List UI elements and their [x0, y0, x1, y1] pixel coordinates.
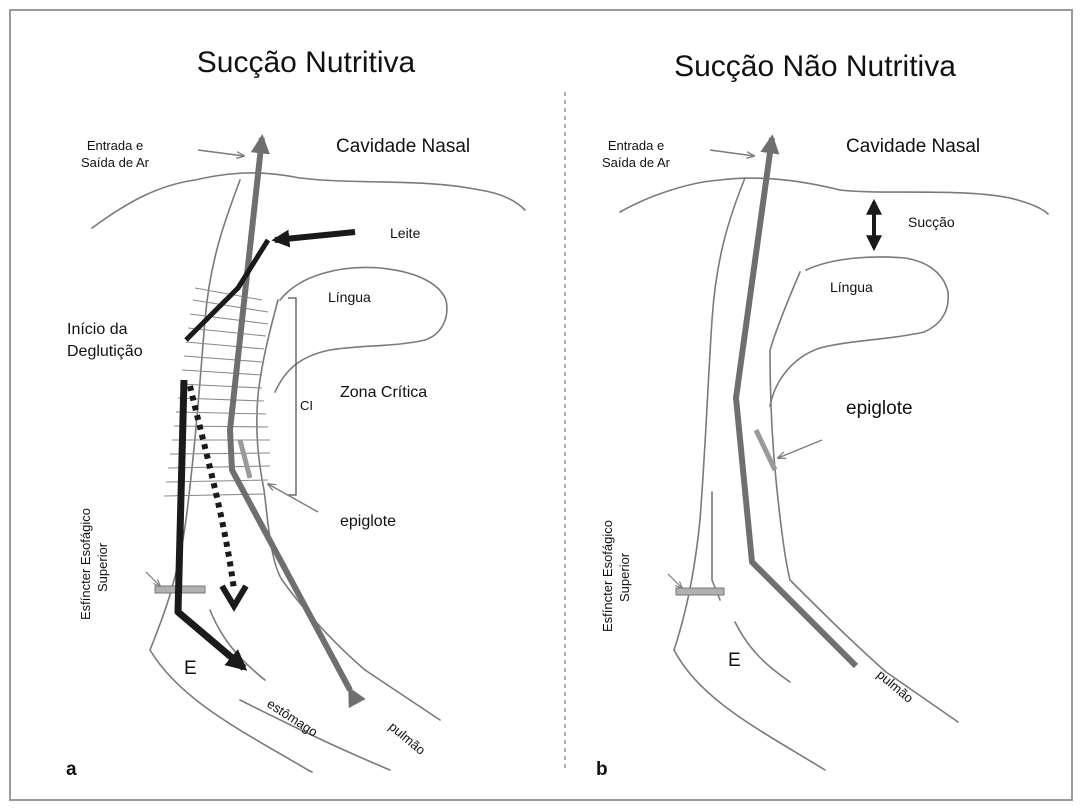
esophagus-back-contour-b	[674, 650, 825, 770]
ues-label-line2: Superior	[95, 542, 110, 592]
airflow-label-line1: Entrada e	[87, 138, 143, 153]
panel-b: Sucção Não Nutritiva Entrada e Saída de …	[596, 50, 1048, 780]
airflow-label-line2: Saída de Ar	[81, 155, 150, 170]
lung-label-b: pulmão	[874, 667, 916, 706]
esophagus-arrow	[178, 380, 244, 668]
swallow-start-label-line1: Início da	[67, 321, 128, 338]
ues-label-line1-b: Esfíncter Esofágico	[600, 520, 615, 632]
lung-label: pulmão	[386, 719, 428, 758]
palate-contour	[92, 173, 525, 228]
panel-b-letter: b	[596, 759, 608, 780]
stomach-label: estômago	[264, 696, 320, 740]
critical-zone-label: Zona Crítica	[340, 384, 427, 401]
tongue-label: Língua	[328, 289, 371, 305]
ues-label-line2-b: Superior	[617, 552, 632, 602]
tongue-label-b: Língua	[830, 279, 873, 295]
esophagus-inner-b	[712, 492, 720, 600]
nasal-cavity-label-b: Cavidade Nasal	[846, 136, 980, 157]
ues-pointer	[146, 572, 160, 586]
ues-label-line1: Esfíncter Esofágico	[78, 508, 93, 620]
air-entry-pointer-b	[710, 150, 754, 156]
panel-a: Sucção Nutritiva	[66, 46, 525, 780]
dotted-arrow-head	[222, 586, 246, 606]
ues-pointer-b	[668, 574, 682, 588]
anterior-pharynx-contour-b	[770, 272, 886, 672]
epiglottis-shape	[240, 440, 250, 478]
milk-inflow-arrow	[275, 232, 355, 240]
swallow-start-label-line2: Deglutição	[67, 343, 143, 360]
panel-a-letter: a	[66, 759, 77, 780]
figure-border	[10, 10, 1072, 800]
airflow-label-line2-b: Saída de Ar	[602, 155, 671, 170]
epiglottis-label-b: epiglote	[846, 398, 913, 419]
epiglottis-label: epiglote	[340, 513, 396, 530]
ci-label: CI	[300, 398, 313, 413]
epiglottis-pointer	[268, 484, 318, 512]
ues-sphincter-b	[676, 588, 724, 595]
epiglottis-pointer-b	[778, 440, 822, 458]
dotted-bolus-arrow	[190, 386, 234, 590]
panel-a-title: Sucção Nutritiva	[197, 46, 416, 79]
air-entry-pointer	[198, 150, 244, 156]
palate-contour-b	[620, 178, 1048, 214]
airflow-label-line1-b: Entrada e	[608, 138, 664, 153]
panel-b-title: Sucção Não Nutritiva	[674, 50, 956, 83]
pharynx-posterior-wall-b	[674, 178, 745, 650]
critical-zone-bracket	[288, 298, 296, 495]
trachea-contour-b	[735, 622, 790, 682]
tongue-contour	[275, 267, 447, 392]
milk-label: Leite	[390, 225, 421, 241]
nasal-cavity-label: Cavidade Nasal	[336, 136, 470, 157]
esophagus-mark: E	[184, 658, 197, 679]
lung-bottom-contour	[365, 670, 440, 720]
suction-label: Sucção	[908, 214, 955, 230]
esophagus-mark-b: E	[728, 650, 741, 671]
pharynx-posterior-wall	[150, 180, 240, 650]
swallow-path	[186, 240, 268, 340]
